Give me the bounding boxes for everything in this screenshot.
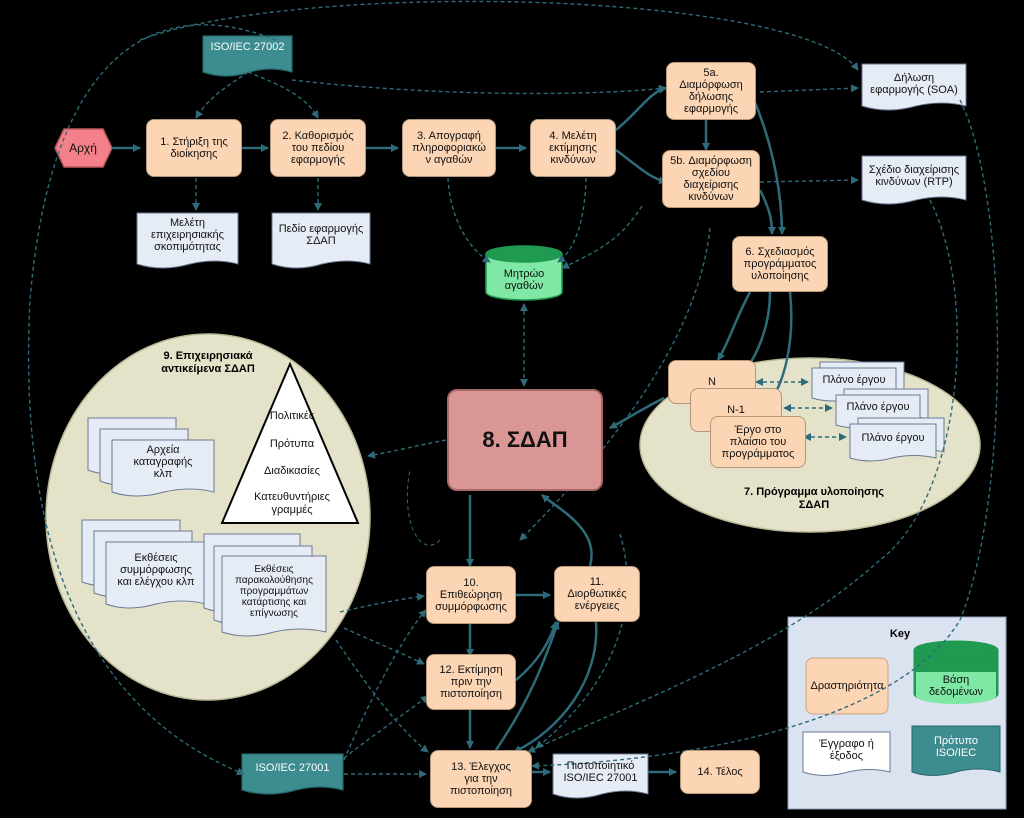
activity-13-certification-audit: 13. Έλεγχος για την πιστοποίηση — [430, 750, 532, 808]
plan3-doc-shape — [849, 423, 937, 462]
iso27002-standard-shape — [202, 35, 293, 77]
key-activity-swatch — [805, 657, 889, 715]
activity-11-corrective-actions: 11. Διορθωτικές ενέργειες — [554, 566, 640, 622]
assets-database-label: Μητρώο αγαθών — [503, 268, 545, 292]
pyramid-item-guidelines: Κατευθυντήριες γραμμές — [254, 491, 330, 516]
business-doc-shape — [136, 212, 239, 269]
key-standard-label: Πρότυπο ISO/IEC — [933, 735, 979, 759]
plan1-doc-label: Πλάνο έργου — [822, 374, 886, 386]
key-document-swatch — [802, 731, 891, 776]
program-group-title: 7. Πρόγραμμα υλοποίησης ΣΔΑΠ — [743, 486, 885, 511]
activity-5a-soa: 5a. Διαμόρφωση δήλωσης εφαρμογής — [666, 62, 756, 120]
key-database-label: Βάση δεδομένων — [928, 674, 984, 698]
iso27001-label: ISO/IEC 27001 — [255, 762, 330, 774]
key-document-label: Έγγραφο ή έξοδος — [819, 738, 874, 762]
key-standard-swatch — [911, 725, 1001, 776]
policy-pyramid — [220, 361, 360, 524]
activity-3-asset-inventory: 3. Απογραφή πληροφοριακώ ν αγαθών — [402, 119, 496, 177]
objects-group-title: 9. Επιχειρησιακά αντικείμενα ΣΔΑΠ — [161, 350, 255, 375]
feedback-loop — [406, 469, 441, 546]
start-shape — [54, 128, 113, 168]
soa-doc-label: Δήλωση εφαρμογής (SOA) — [870, 72, 958, 96]
key-activity-label: Δραστηριότητα — [810, 680, 884, 692]
plan3-doc-label: Πλάνο έργου — [861, 432, 925, 444]
reports-doc-label: Εκθέσεις συμμόρφωσης και ελέγχου κλπ — [117, 552, 195, 588]
pyramid-item-policies: Πολιτικές — [269, 410, 315, 422]
activity-8-isms: 8. ΣΔΑΠ — [447, 389, 603, 491]
pyramid-item-standards: Πρότυπα — [269, 438, 315, 450]
project-work-box: Έργο στο πλαίσιο του προγράμματος — [710, 416, 806, 468]
training-doc-label: Εκθέσεις παρακολούθησης προγραμμάτων κατ… — [235, 563, 313, 619]
scope-doc-shape — [271, 212, 371, 269]
activity-14-end: 14. Τέλος — [680, 750, 760, 794]
training-doc-shape — [221, 555, 327, 637]
scope-doc-label: Πεδίο εφαρμογής ΣΔΑΠ — [278, 223, 364, 247]
plan2-doc-label: Πλάνο έργου — [846, 401, 910, 413]
assets-database-icon — [485, 245, 563, 301]
cert-doc-shape — [552, 753, 649, 799]
business-doc-label: Μελέτη επιχειρησιακής σκοπιμότητας — [151, 217, 224, 253]
soa-doc-shape — [861, 63, 967, 111]
iso27001-standard-shape — [241, 753, 344, 795]
activity-12-pre-certification: 12. Εκτίμηση πριν την πιστοποίηση — [426, 654, 516, 710]
cert-doc-label: Πιστοποιητικό ISO/IEC 27001 — [563, 760, 638, 784]
logs-doc-label: Αρχεία καταγραφής κλπ — [133, 444, 193, 480]
iso27002-label: ISO/IEC 27002 — [210, 41, 285, 53]
pyramid-item-procedures: Διαδικασίες — [264, 465, 320, 477]
activity-6-implementation-plan: 6. Σχεδιασμός προγράμματος υλοποίησης — [732, 236, 828, 292]
activity-4-risk-assessment: 4. Μελέτη εκτίμησης κινδύνων — [530, 119, 616, 177]
activity-5b-rtp: 5b. Διαμόρφωση σχεδίου διαχείρισης κινδύ… — [662, 150, 760, 208]
reports-doc-shape — [105, 541, 207, 609]
rtp-doc-shape — [861, 155, 967, 205]
logs-doc-shape — [111, 439, 215, 497]
activity-2-scope-definition: 2. Καθορισμός του πεδίου εφαρμογής — [270, 119, 366, 177]
activity-1-management-support: 1. Στήριξη της διοίκησης — [146, 119, 242, 177]
activity-10-compliance-audit: 10. Επιθεώρηση συμμόρφωσης — [426, 566, 516, 624]
start-node: Αρχή — [69, 141, 97, 155]
rtp-doc-label: Σχέδιο διαχείρισης κινδύνων (RTP) — [868, 164, 960, 188]
key-database-swatch — [913, 640, 999, 704]
key-title: Key — [889, 628, 911, 640]
